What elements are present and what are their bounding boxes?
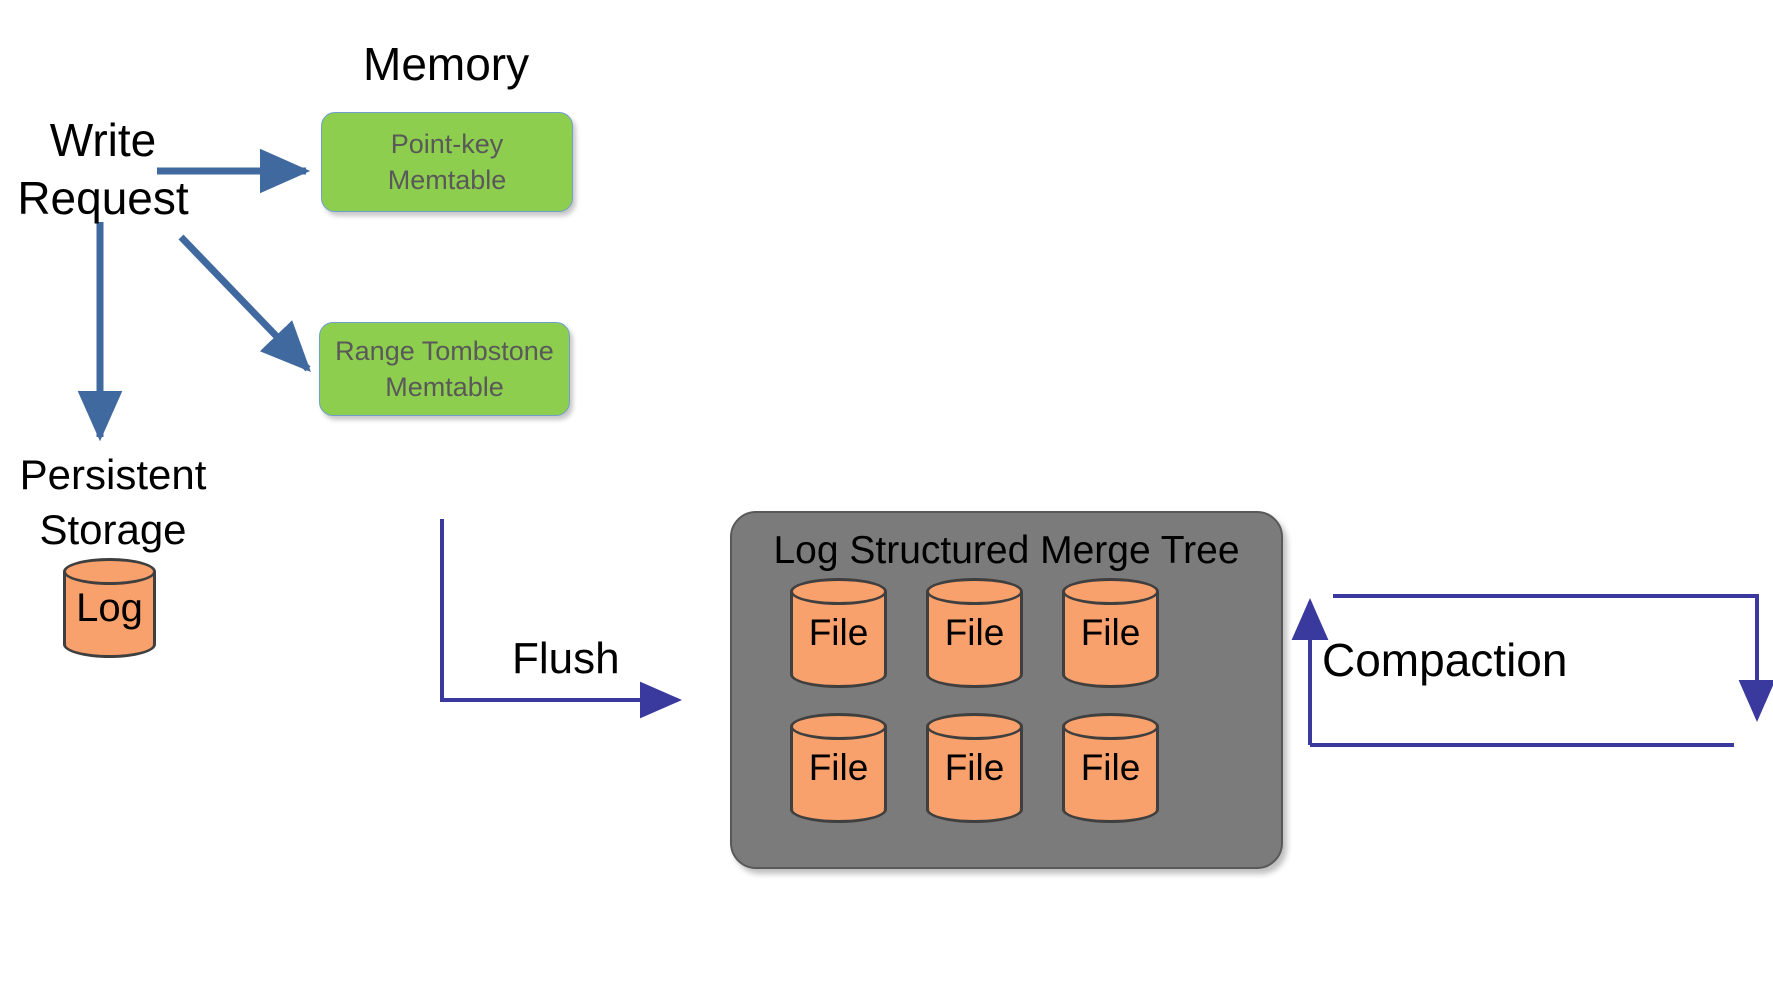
point-key-memtable-label: Point-key Memtable [388,126,507,199]
lsm-tree-title: Log Structured Merge Tree [773,529,1240,572]
file-cylinder-label: File [944,747,1005,788]
file-cylinder-label: File [1080,747,1141,788]
persistent-storage-line-1: Persistent [19,451,207,498]
flush-label: Flush [512,634,620,683]
file-cylinder[interactable]: File [790,713,887,809]
memory-label: Memory [363,38,530,90]
file-cylinder[interactable]: File [1062,578,1159,674]
log-cylinder-label: Log [76,585,143,630]
lsm-file-grid: File File File File File File [790,578,1230,809]
log-cylinder[interactable]: Log [63,558,156,644]
file-cylinder[interactable]: File [790,578,887,674]
point-key-memtable-line-1: Point-key [390,128,504,159]
range-tombstone-memtable-line-1: Range Tombstone [335,335,554,366]
write-request-line-1: Write [49,114,157,166]
compaction-label: Compaction [1322,634,1568,686]
file-cylinder-label: File [808,747,869,788]
file-cylinder[interactable]: File [1062,713,1159,809]
file-cylinder-label: File [808,612,869,653]
persistent-storage-line-2: Storage [39,505,187,553]
arrow-write-to-range-tombstone-memtable [178,234,311,373]
write-request-label: Write Request [8,112,198,227]
file-cylinder-label: File [944,612,1005,653]
point-key-memtable-box[interactable]: Point-key Memtable [321,112,573,212]
lsm-tree-container[interactable]: Log Structured Merge Tree File File File… [730,511,1283,869]
file-cylinder[interactable]: File [926,713,1023,809]
range-tombstone-memtable-line-2: Memtable [385,372,504,402]
range-tombstone-memtable-box[interactable]: Range Tombstone Memtable [319,322,570,416]
write-request-line-2: Request [17,171,189,224]
point-key-memtable-line-2: Memtable [387,165,507,195]
range-tombstone-memtable-label: Range Tombstone Memtable [335,333,554,406]
persistent-storage-label: Persistent Storage [8,448,218,557]
file-cylinder[interactable]: File [926,578,1023,674]
file-cylinder-label: File [1080,612,1141,653]
